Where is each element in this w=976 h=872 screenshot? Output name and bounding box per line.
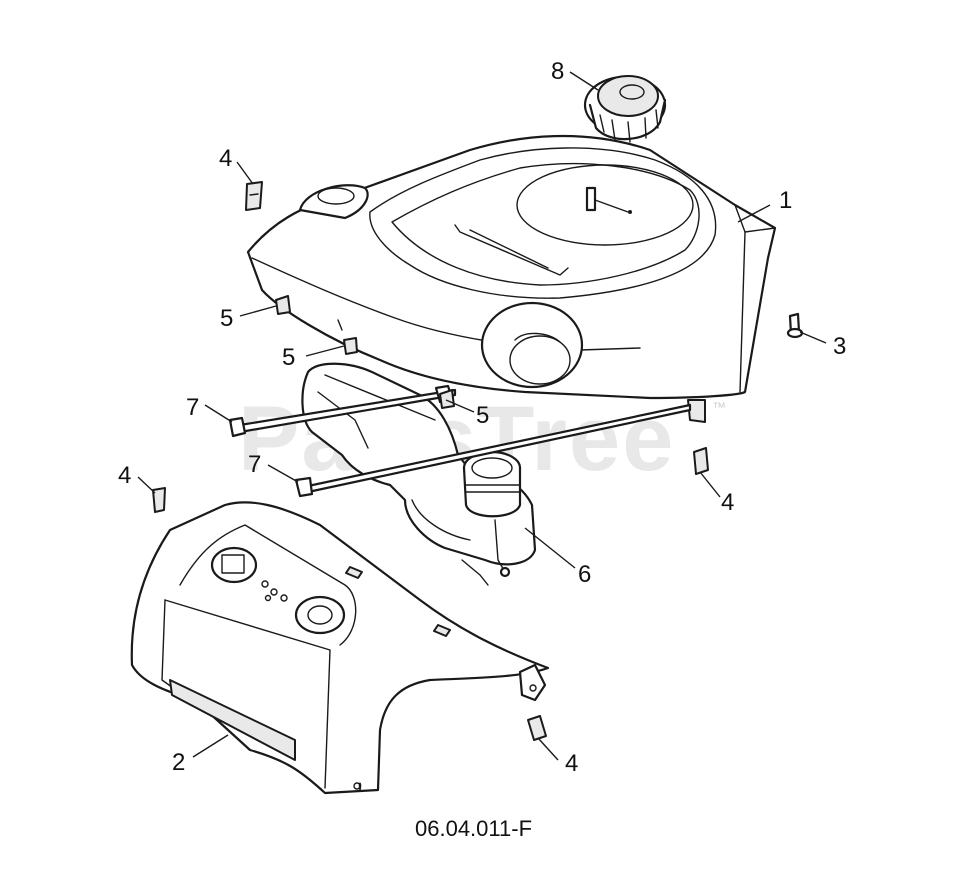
nut-right[interactable] [439,389,455,409]
callout-4-clip-lower-left: 4 [118,462,131,489]
callout-3-bolt: 3 [833,333,846,360]
callout-5-nut-right: 5 [476,402,489,429]
callout-labels: 1 2 3 4 4 4 4 5 5 5 6 7 7 8 [118,58,846,777]
strap-lower[interactable] [294,403,692,498]
diagram-reference: 06.04.011-F [415,816,532,841]
callout-6-fuel-tank: 6 [578,561,591,588]
callout-2-shroud-lower: 2 [172,749,185,776]
callout-4-clip-right: 4 [721,489,734,516]
callout-5-nut-middle: 5 [282,344,295,371]
fuel-cap[interactable] [583,75,667,143]
clip-lower-left[interactable] [152,487,166,513]
upper-shroud[interactable] [246,134,777,423]
callout-4-clip-upper-left: 4 [219,145,232,172]
lower-shroud[interactable] [130,501,550,795]
callout-1-shroud-upper: 1 [779,187,792,214]
nut-left[interactable] [275,295,291,315]
bolt[interactable] [786,312,804,339]
callout-8-fuel-cap: 8 [551,58,564,85]
callout-7-strap-lower: 7 [248,451,261,478]
callout-4-clip-bottom: 4 [565,750,578,777]
clip-right[interactable] [693,447,709,475]
watermark-trademark: ™ [712,399,726,415]
callout-7-strap-upper: 7 [186,394,199,421]
leader-lines [137,71,827,761]
nut-middle[interactable] [343,337,358,355]
callout-5-nut-left: 5 [220,305,233,332]
clip-upper-left[interactable] [245,181,263,211]
clip-bottom[interactable] [527,715,547,741]
